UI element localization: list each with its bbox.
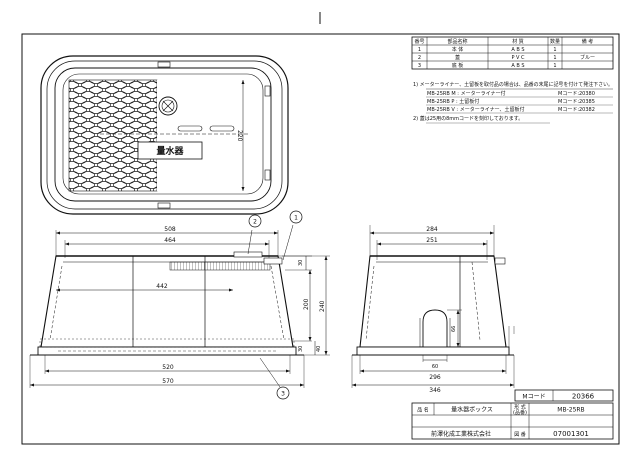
note-2: 2) 蓋は25用の8mmコードを刻印しております。 (413, 115, 523, 122)
name-value: 量水器ボックス (451, 406, 493, 414)
dim-520: 520 (162, 364, 174, 371)
balloon-3 (276, 386, 290, 400)
mcode-value: 20366 (572, 393, 595, 401)
th-note: 備 考 (582, 38, 594, 45)
model-label-2: (品番) (513, 409, 527, 416)
variant-m-code: MB-25RB M : メーターライナー付 (427, 90, 505, 97)
dim-240: 240 (319, 300, 326, 312)
th-name: 部品名称 (447, 38, 467, 45)
sheet-border (21, 33, 620, 445)
drawing-no: 07001301 (553, 430, 589, 438)
dim-442: 442 (156, 283, 168, 290)
row1-material: A B S (511, 47, 524, 53)
dim-40: 40 (316, 346, 322, 352)
row2-name: 蓋 (455, 54, 460, 61)
dim-296: 296 (429, 374, 441, 381)
row1-name: 本 体 (452, 46, 464, 53)
th-no: 番号 (414, 38, 424, 45)
row2-no: 2 (418, 55, 421, 61)
row2-qty: 1 (553, 55, 556, 61)
lid-brand: 量水器 (156, 145, 184, 157)
row2-material: P V C (511, 55, 525, 61)
note-1: 1) メーターライナー、土留板を取付品の場合は、品番の末尾に記号を付けて発注下さ… (413, 81, 613, 88)
dim-30-bottom: 30 (298, 346, 304, 352)
notes: 1) メーターライナー、土留板を取付品の場合は、品番の末尾に記号を付けて発注下さ… (413, 81, 613, 124)
th-qty: 数量 (550, 38, 560, 45)
dim-220: 220 (236, 130, 243, 142)
row3-qty: 1 (553, 63, 556, 69)
row3-name: 底 板 (452, 62, 464, 69)
variant-p-code: MB-25RB P : 土留板付 (427, 98, 479, 105)
variant-m-mcode: Mコード:20380 (558, 91, 595, 97)
dim-346: 346 (429, 387, 441, 394)
variant-v-code: MB-25RB V : メーターライナー、土留板付 (427, 106, 525, 113)
balloon-1-label: 1 (294, 215, 298, 222)
mcode-label: Mコード (522, 394, 545, 401)
company-name: 前澤化成工業株式会社 (431, 430, 491, 438)
dim-30-top: 30 (298, 260, 304, 266)
row3-no: 3 (418, 63, 421, 69)
balloon-2 (248, 214, 262, 228)
top-view: 量水器 220 (40, 55, 289, 215)
lid-honeycomb (68, 79, 158, 192)
model-label-1: 形 式 (514, 404, 526, 411)
variant-p-mcode: Mコード:20385 (558, 99, 595, 105)
th-material: 材 質 (512, 38, 524, 45)
dim-200: 200 (303, 298, 310, 310)
balloon-1 (289, 210, 303, 224)
dim-251: 251 (426, 237, 438, 244)
dim-570: 570 (162, 378, 174, 385)
balloon-2-label: 2 (253, 219, 257, 226)
drawing-no-label: 図 番 (514, 431, 526, 438)
row1-qty: 1 (553, 47, 556, 53)
side-view: 284 251 66 60 296 346 (351, 225, 515, 394)
front-view: 508 464 442 520 570 30 (29, 210, 330, 400)
row2-note: ブルー (580, 54, 595, 61)
parts-table: 番号 部品名称 材 質 数量 備 考 1 本 体 A B S 1 2 蓋 P V… (411, 36, 614, 70)
dim-66: 66 (451, 326, 457, 332)
name-label: 品 名 (417, 407, 429, 414)
balloon-3-label: 3 (281, 391, 285, 398)
variant-v-mcode: Mコード:20382 (558, 107, 595, 113)
row3-material: A B S (511, 63, 524, 69)
dim-508: 508 (164, 226, 176, 233)
row1-no: 1 (418, 47, 421, 53)
dim-60: 60 (432, 364, 438, 370)
title-block: Mコード 20366 品 名 量水器ボックス 形 式 (品番) MB-25RB … (411, 389, 614, 440)
model-value: MB-25RB (557, 407, 584, 414)
pipe-opening (422, 309, 448, 347)
dim-464: 464 (164, 237, 176, 244)
dim-284: 284 (426, 226, 438, 233)
